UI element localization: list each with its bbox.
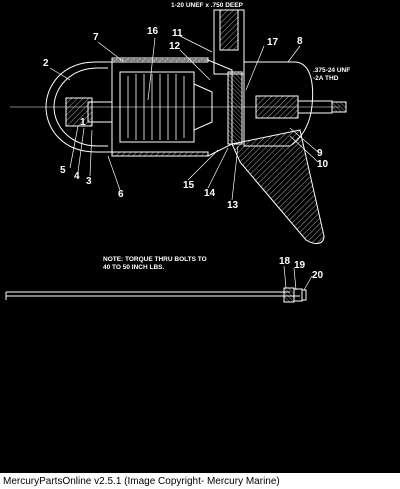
callout-2: 2 xyxy=(43,58,49,69)
callout-20: 20 xyxy=(312,270,324,281)
note-shaft-thread-1: .375-24 UNF xyxy=(313,67,351,74)
callout-15: 15 xyxy=(183,180,195,191)
callout-8: 8 xyxy=(297,36,303,47)
callout-12: 12 xyxy=(169,41,181,52)
callout-13: 13 xyxy=(227,200,239,211)
nose-cone xyxy=(45,61,112,153)
skeg xyxy=(231,129,325,244)
armature xyxy=(119,71,195,143)
callout-14: 14 xyxy=(204,188,216,199)
callout-7: 7 xyxy=(93,32,99,43)
callout-10: 10 xyxy=(317,159,329,170)
callout-4: 4 xyxy=(74,171,80,182)
callout-19: 19 xyxy=(294,260,306,271)
note-shaft-thread-2: -2A THD xyxy=(313,75,339,82)
callout-6: 6 xyxy=(118,189,124,200)
callout-18: 18 xyxy=(279,256,291,267)
note-torque-2: 40 TO 50 INCH LBS. xyxy=(103,264,165,271)
callout-3: 3 xyxy=(86,176,92,187)
callout-9: 9 xyxy=(317,148,323,159)
copyright-caption: MercuryPartsOnline v2.5.1 (Image Copyrig… xyxy=(3,476,280,487)
callout-11: 11 xyxy=(172,28,183,39)
callout-1: 1 xyxy=(80,117,86,128)
callout-16: 16 xyxy=(147,26,159,37)
end-bell xyxy=(227,71,243,145)
callout-5: 5 xyxy=(60,165,66,176)
trolling-motor-exploded-diagram xyxy=(0,0,400,473)
note-torque-1: NOTE: TORQUE THRU BOLTS TO xyxy=(103,256,207,263)
callout-17: 17 xyxy=(267,37,279,48)
note-top-thread: 1-20 UNEF x .750 DEEP xyxy=(171,2,243,9)
